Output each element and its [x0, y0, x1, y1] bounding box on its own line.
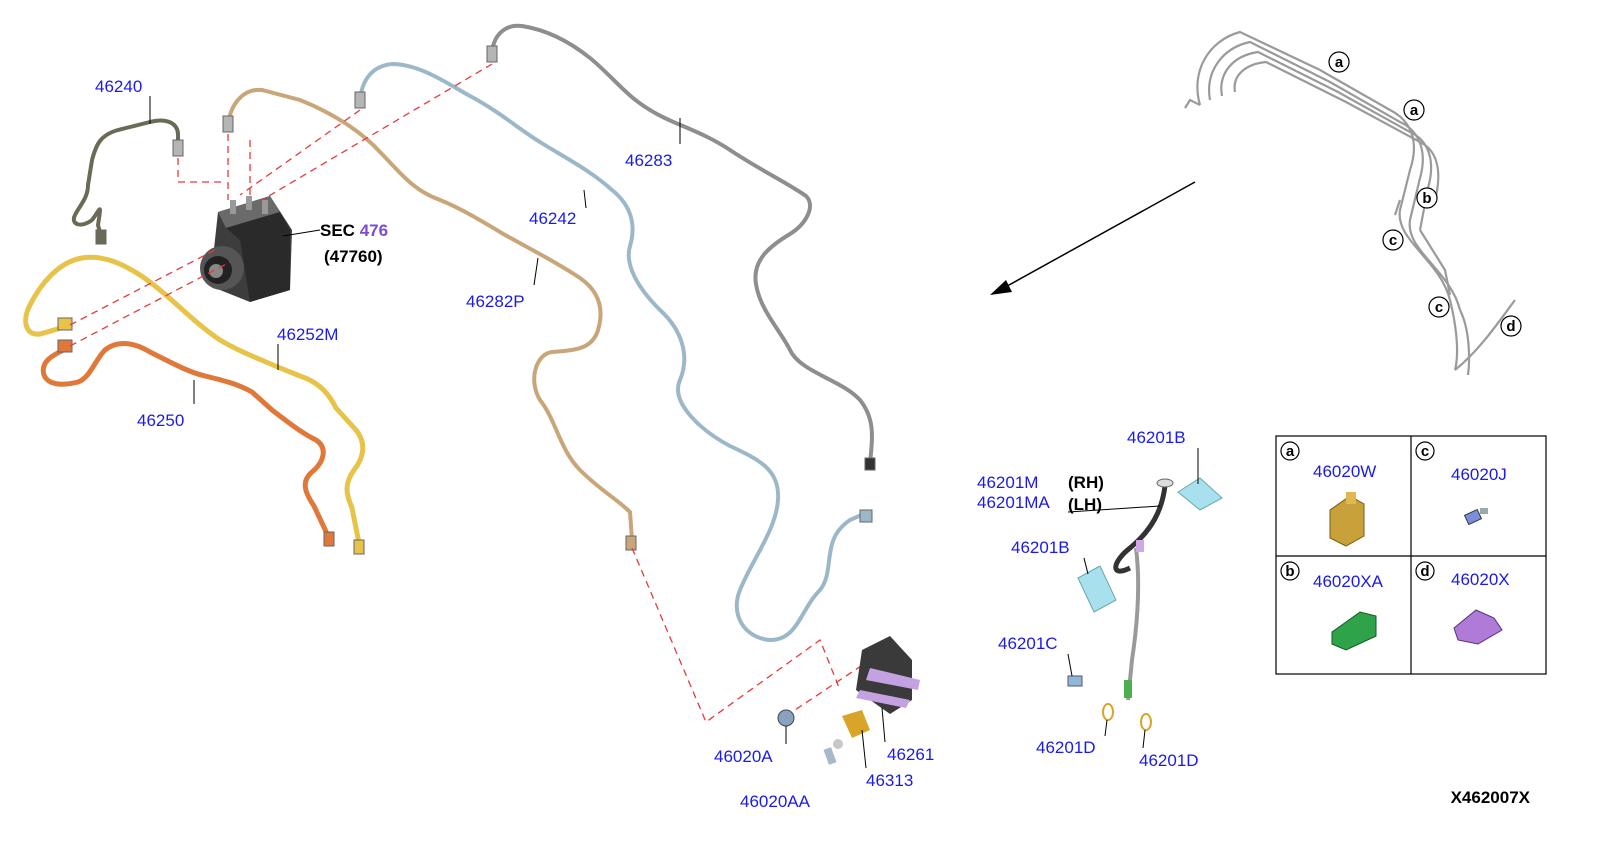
legend-key-a: a	[1286, 443, 1295, 460]
label-46283: 46283	[625, 151, 672, 170]
callout-a1: a	[1335, 54, 1344, 71]
callout-a2: a	[1410, 102, 1419, 119]
label-46313: 46313	[866, 771, 913, 790]
legend-part-a: 46020W	[1313, 462, 1376, 481]
clip-46020J-icon	[1463, 508, 1488, 526]
legend-key-c: c	[1421, 443, 1429, 460]
clip-46020X-icon	[1453, 609, 1503, 645]
label-46201C: 46201C	[998, 634, 1058, 653]
callout-b: b	[1422, 190, 1431, 207]
tube-46242	[358, 61, 870, 643]
label-lh: (LH)	[1068, 495, 1102, 514]
label-46020AA: 46020AA	[740, 792, 811, 811]
label-46242: 46242	[529, 209, 576, 228]
label-46240: 46240	[95, 77, 142, 96]
leader-lines	[149, 96, 1199, 769]
sec-prefix: SEC 476	[320, 221, 388, 240]
hose-assembly	[1067, 477, 1223, 731]
label-46201D-right: 46201D	[1139, 751, 1199, 770]
abs-actuator-unit	[200, 196, 292, 302]
label-46282P: 46282P	[466, 292, 525, 311]
overview-callouts: a a b c c d	[1328, 51, 1522, 337]
sec-number: 476	[360, 221, 388, 240]
legend-key-d: d	[1420, 563, 1429, 580]
sec-sub: (47760)	[324, 247, 383, 266]
tube-46240	[71, 118, 180, 242]
tube-46250	[40, 341, 333, 543]
clip-46020W-icon	[1329, 492, 1365, 547]
diagram-id: X462007X	[1451, 788, 1531, 807]
label-46201B-top: 46201B	[1127, 428, 1186, 447]
clip-46020XA-icon	[1331, 611, 1377, 651]
tube-46283	[490, 23, 874, 466]
legend-table: a 46020W c 46020J b 46020XA d 46020X	[1275, 435, 1547, 675]
legend-part-d: 46020X	[1451, 570, 1510, 589]
label-rh: (RH)	[1068, 473, 1104, 492]
legend-key-b: b	[1285, 563, 1294, 580]
connection-lines	[69, 63, 871, 724]
sec-prefix-text: SEC	[320, 221, 355, 240]
label-46020A: 46020A	[714, 747, 773, 766]
label-46201D-left: 46201D	[1036, 738, 1096, 757]
overview-miniature	[1184, 30, 1516, 376]
tube-46282P	[226, 87, 634, 542]
label-46201B-mid: 46201B	[1011, 538, 1070, 557]
legend-part-c: 46020J	[1451, 465, 1507, 484]
legend-part-b: 46020XA	[1313, 572, 1384, 591]
label-46201MA: 46201MA	[977, 493, 1050, 512]
direction-arrow	[990, 181, 1196, 295]
label-46201M: 46201M	[977, 473, 1038, 492]
label-46250: 46250	[137, 411, 184, 430]
callout-c2: c	[1435, 299, 1443, 316]
bracket-assembly	[777, 636, 920, 765]
label-46252M: 46252M	[277, 325, 338, 344]
label-46261: 46261	[887, 745, 934, 764]
tube-46252M	[23, 254, 366, 551]
callout-c1: c	[1389, 232, 1397, 249]
callout-d: d	[1506, 318, 1515, 335]
